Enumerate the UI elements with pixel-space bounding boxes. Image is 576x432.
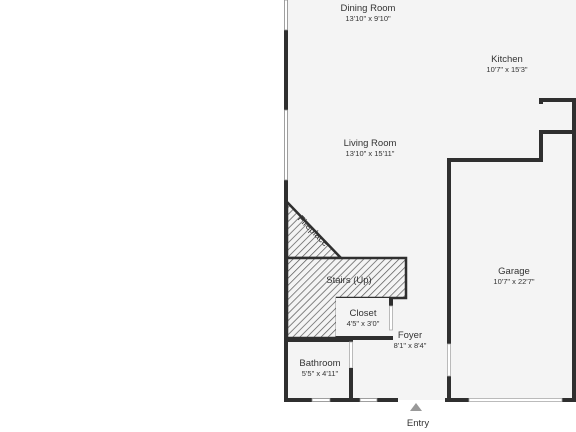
wall-bottom-mid2 xyxy=(377,398,398,402)
wall-bath-top xyxy=(287,338,353,342)
wall-garage-left-upper xyxy=(447,158,451,344)
stairs-name: Stairs (Up) xyxy=(326,275,371,286)
dining-room-name: Dining Room xyxy=(341,3,396,14)
closet-name: Closet xyxy=(350,308,377,319)
window-bottom-foyer xyxy=(359,398,378,402)
wall-bottom-mid1 xyxy=(330,398,360,402)
wall-kitchen-nook-left2 xyxy=(539,130,543,162)
wall-garage-top xyxy=(447,158,543,162)
door-closet xyxy=(389,305,393,331)
closet-room xyxy=(336,298,390,337)
window-left-top xyxy=(284,0,288,31)
wall-bath-right-top xyxy=(349,338,353,342)
wall-right xyxy=(572,98,576,402)
window-bottom-bath xyxy=(311,398,331,402)
door-garage xyxy=(447,343,451,377)
bathroom-name: Bathroom xyxy=(299,358,340,369)
wall-kitchen-nook-bottom xyxy=(539,130,576,134)
living-room-name: Living Room xyxy=(344,138,397,149)
dining-room-dims: 13'10" x 9'10" xyxy=(345,14,391,23)
wall-bottom-left xyxy=(284,398,312,402)
wall-closet-bottom xyxy=(336,336,393,340)
living-room-dims: 13'10" x 15'11" xyxy=(346,149,395,158)
door-bath xyxy=(349,341,353,369)
garage-dims: 10'7" x 22'7" xyxy=(493,277,534,286)
wall-left-lower xyxy=(284,180,288,402)
entry-arrow-icon xyxy=(410,403,422,411)
foyer-dims: 8'1" x 8'4" xyxy=(394,341,427,350)
garage-door xyxy=(468,398,563,402)
foyer-name: Foyer xyxy=(398,330,422,341)
bathroom-dims: 5'5" x 4'11" xyxy=(302,369,339,378)
wall-kitchen-nook-left xyxy=(539,98,543,104)
wall-bath-right xyxy=(349,368,353,402)
kitchen-dims: 10'7" x 15'3" xyxy=(486,65,527,74)
entry-label: Entry xyxy=(407,418,429,429)
closet-dims: 4'5" x 3'0" xyxy=(347,319,380,328)
wall-closet-right xyxy=(389,298,393,306)
wall-bottom-garage-r xyxy=(562,398,576,402)
wall-kitchen-nook-top xyxy=(539,98,576,102)
kitchen-name: Kitchen xyxy=(491,54,523,65)
wall-left-upper xyxy=(284,30,288,110)
wall-bottom-garage-l xyxy=(445,398,469,402)
window-left-mid xyxy=(284,109,288,181)
garage-name: Garage xyxy=(498,266,530,277)
wall-garage-left-lower xyxy=(447,376,451,402)
